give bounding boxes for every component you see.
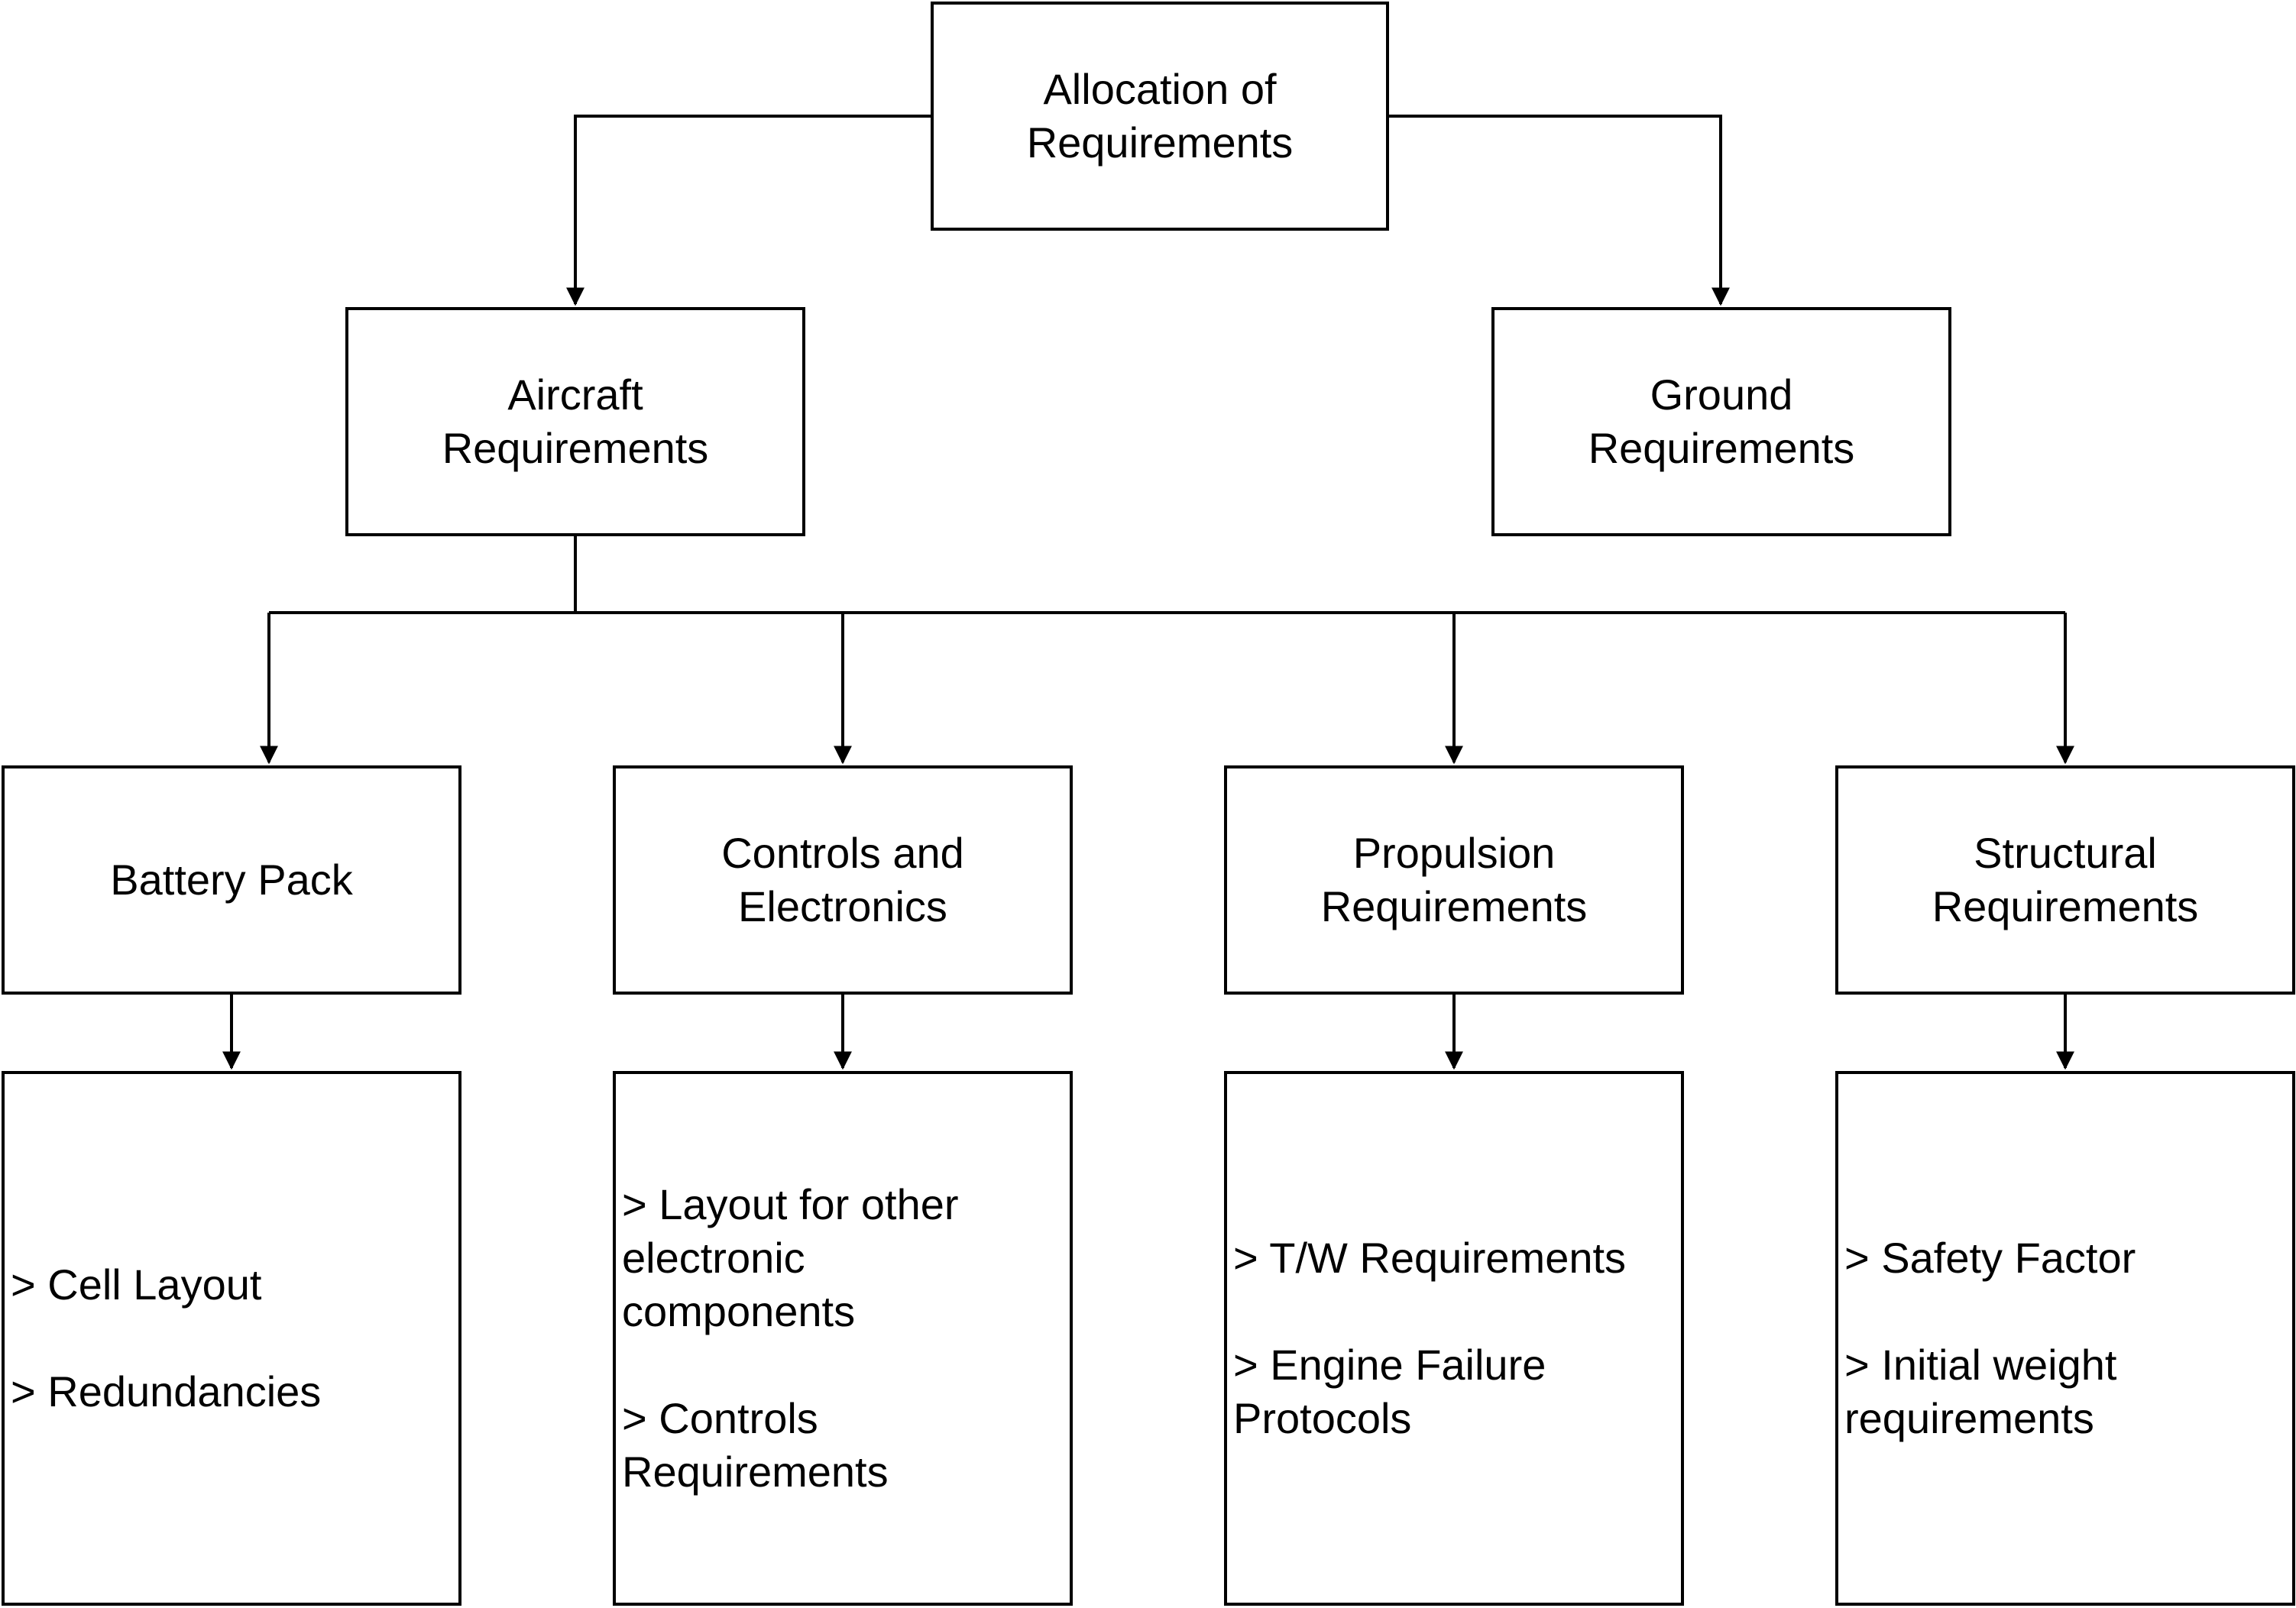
root-node-allocation-of-requirements: Allocation of Requirements [931,2,1389,231]
detail-box-propulsion: > T/W Requirements > Engine Failure Prot… [1224,1071,1684,1606]
detail-item-safety-factor: > Safety Factor [1844,1234,2136,1282]
detail-item-redundancies: > Redundancies [11,1367,322,1415]
node-structural-requirements-label: Structural Requirements [1932,829,2199,930]
node-ground-requirements-label: Ground Requirements [1588,370,1855,472]
node-ground-requirements: Ground Requirements [1491,307,1951,536]
detail-item-controls-requirements: > Controls Requirements [622,1394,889,1496]
connector-root-to-ground [1388,115,1730,306]
node-structural-requirements: Structural Requirements [1835,765,2295,995]
node-battery-pack-label: Battery Pack [110,856,353,904]
detail-item-cell-layout: > Cell Layout [11,1260,262,1309]
node-controls-and-electronics-label: Controls and Electronics [721,829,964,930]
detail-box-controls-and-electronics: > Layout for other electronic components… [613,1071,1073,1606]
detail-box-battery-pack: > Cell Layout > Redundancies [2,1071,461,1606]
node-aircraft-requirements-label: Aircraft Requirements [442,370,709,472]
detail-item-initial-weight-requirements: > Initial weight requirements [1844,1341,2117,1442]
detail-box-structural: > Safety Factor > Initial weight require… [1835,1071,2295,1606]
root-node-label: Allocation of Requirements [1026,65,1294,167]
detail-item-engine-failure-protocols: > Engine Failure Protocols [1233,1341,1546,1442]
node-aircraft-requirements: Aircraft Requirements [345,307,805,536]
node-battery-pack: Battery Pack [2,765,461,995]
node-propulsion-requirements: Propulsion Requirements [1224,765,1684,995]
node-controls-and-electronics: Controls and Electronics [613,765,1073,995]
node-propulsion-requirements-label: Propulsion Requirements [1320,829,1588,930]
detail-item-tw-requirements: > T/W Requirements [1233,1234,1627,1282]
connector-root-to-aircraft [566,115,931,306]
detail-item-layout-for-other-electronic-components: > Layout for other electronic components [622,1180,959,1335]
